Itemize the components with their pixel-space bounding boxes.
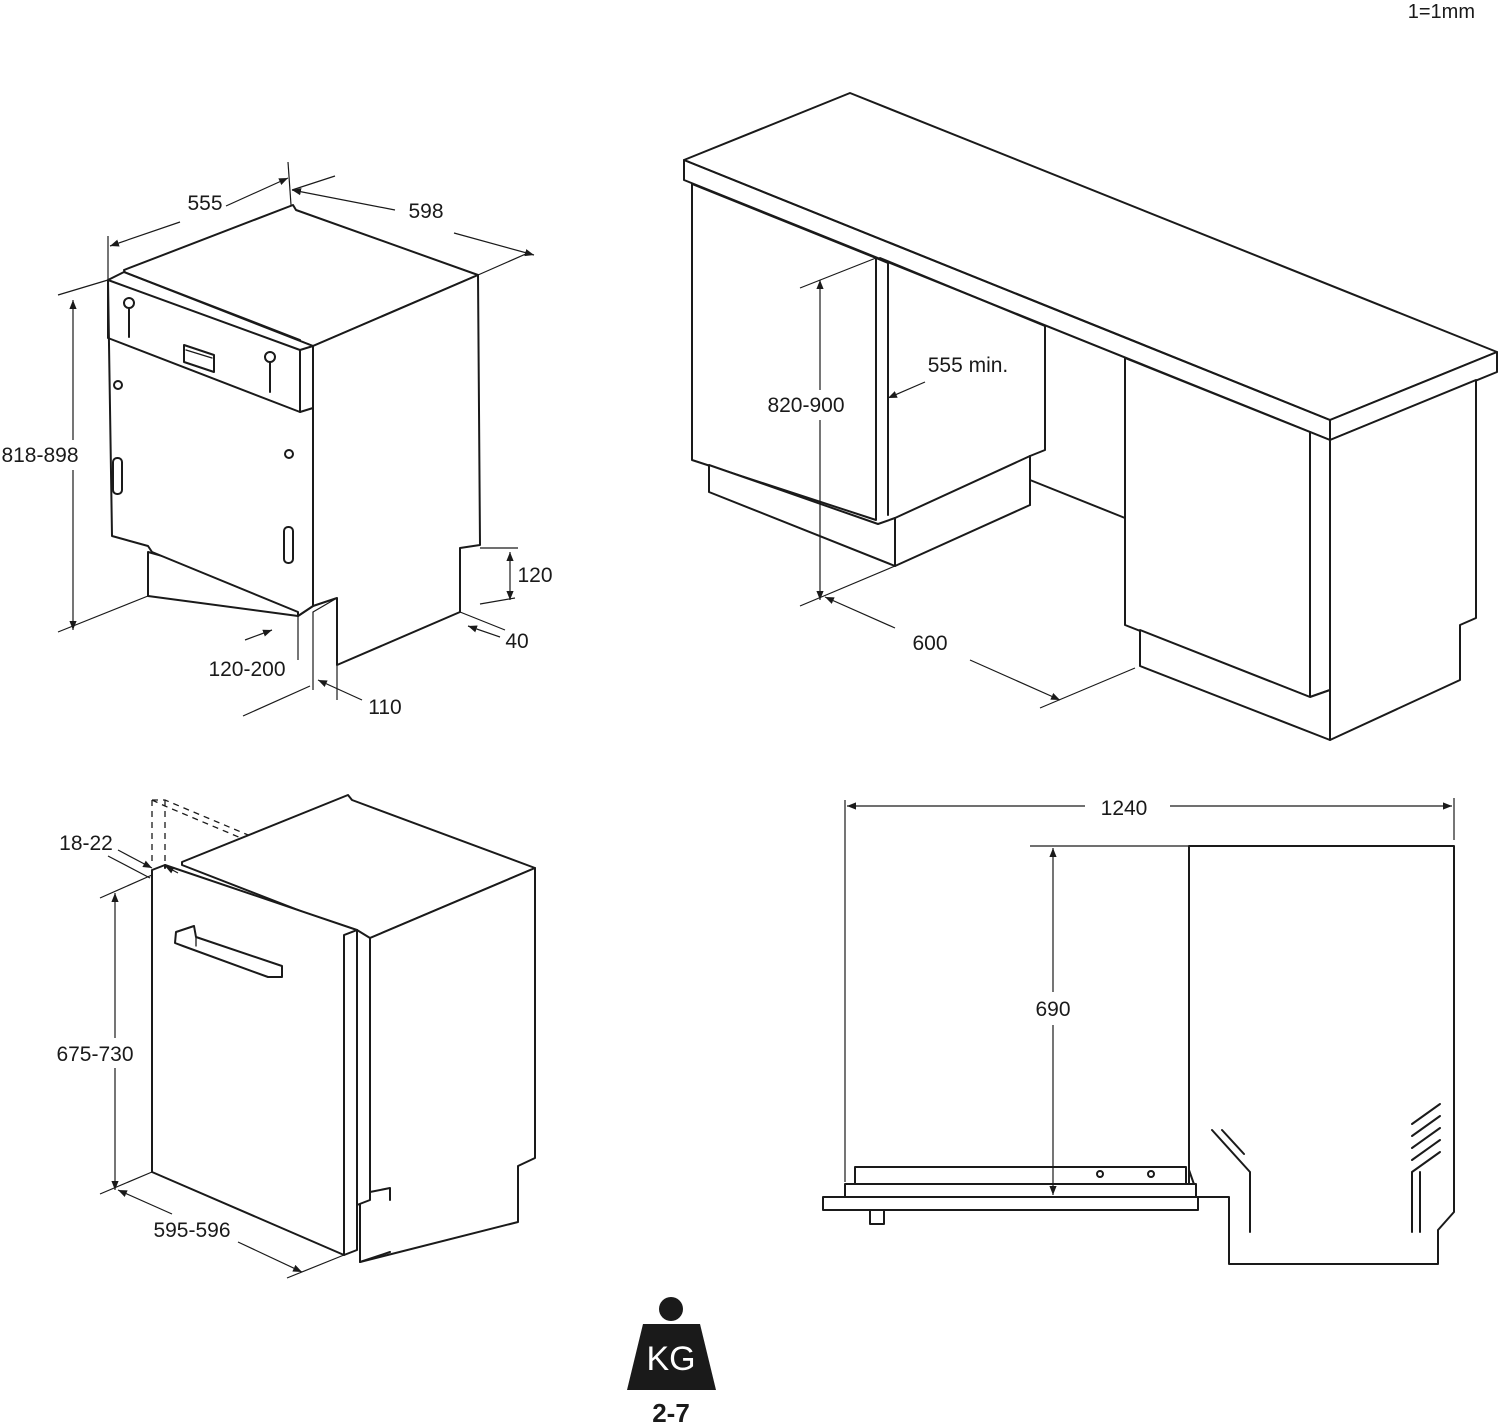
dim-niche-depth-label: 555 min. <box>928 354 1009 377</box>
dim-open-depth-label: 1240 <box>1101 797 1148 820</box>
semi-integrated-dishwasher-view: 555 598 818-898 120 40 120-200 110 <box>1 161 553 719</box>
dim-open-height-label: 690 <box>1035 998 1070 1021</box>
dim-panel-height-label: 675-730 <box>56 1043 133 1066</box>
rack-rail-icon <box>1411 1103 1441 1233</box>
dim-height-label: 818-898 <box>1 444 78 467</box>
weight-icon <box>659 1297 683 1321</box>
dim-niche-height-label: 820-900 <box>767 394 844 417</box>
fully-integrated-dishwasher-view: 18-22 675-730 595-596 <box>56 794 536 1279</box>
weight-body-icon <box>627 1324 716 1390</box>
door-slot-icon <box>112 457 123 495</box>
door-slot-icon <box>283 526 294 564</box>
dim-foot-offset-label: 110 <box>368 696 401 719</box>
scale-note: 1=1mm <box>1408 1 1475 23</box>
dim-panel-width-label: 595-596 <box>153 1219 230 1242</box>
door-screw-icon <box>113 380 123 390</box>
weight-badge: KG 2-7 <box>627 1297 716 1426</box>
weight-unit-label: KG <box>646 1340 695 1378</box>
dim-width-label: 555 <box>187 192 222 215</box>
door-open-side-view: 1240 690 <box>822 797 1455 1265</box>
hinge-screw-icon <box>1147 1170 1155 1178</box>
dim-panel-thickness-label: 18-22 <box>59 832 113 855</box>
niche-installation-view: 820-900 555 min. 600 <box>683 92 1498 741</box>
control-knob-icon <box>123 297 276 393</box>
weight-range-label: 2-7 <box>652 1398 690 1426</box>
door-handle-icon <box>174 925 283 978</box>
dim-plinth-depth-label: 40 <box>505 630 528 653</box>
hinge-screw-icon <box>1096 1170 1104 1178</box>
dim-foot-adjust-label: 120-200 <box>208 658 285 681</box>
dim-depth-label: 598 <box>408 200 443 223</box>
door-screw-icon <box>284 449 294 459</box>
dim-plinth-height-label: 120 <box>517 564 552 587</box>
dim-niche-width-label: 600 <box>912 632 947 655</box>
